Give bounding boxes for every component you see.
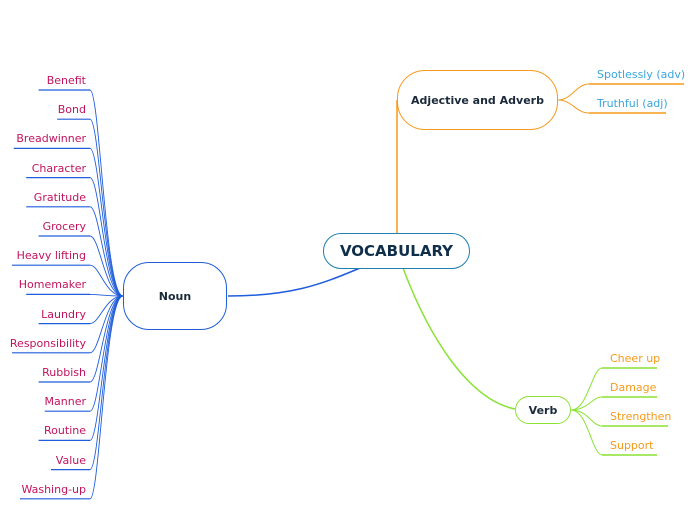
- noun-item[interactable]: Grocery: [42, 220, 86, 233]
- noun-item-connector: [89, 295, 124, 412]
- connector-central-noun: [227, 267, 361, 297]
- topic-verb-label: Verb: [528, 403, 558, 417]
- noun-item[interactable]: Bond: [57, 103, 86, 117]
- noun-item-connector: [89, 264, 124, 297]
- noun-item-connector: [89, 295, 124, 354]
- noun-item[interactable]: Character: [31, 161, 86, 175]
- noun-item[interactable]: Responsibility: [9, 336, 86, 350]
- adjective-item-connector: [557, 99, 590, 114]
- topic-noun[interactable]: Noun: [123, 262, 227, 330]
- verb-item[interactable]: Cheer up: [610, 352, 661, 365]
- topic-adjective-adverb-label: Adjective and Adverb: [411, 93, 544, 107]
- noun-item-connector: [89, 89, 124, 297]
- verb-item[interactable]: Support: [610, 439, 654, 452]
- noun-item-connector: [89, 147, 124, 297]
- noun-item[interactable]: Breadwinner: [16, 132, 86, 146]
- noun-item[interactable]: Gratitude: [33, 190, 86, 204]
- noun-item[interactable]: Homemaker: [18, 278, 86, 292]
- noun-item-connector: [89, 295, 124, 500]
- adjective-item-connector: [557, 83, 590, 101]
- noun-item-connector: [89, 206, 124, 297]
- noun-item-connector: [89, 295, 124, 471]
- noun-item-connector: [89, 177, 124, 297]
- noun-item[interactable]: Laundry: [41, 307, 86, 321]
- topic-adjective-adverb[interactable]: Adjective and Adverb: [397, 70, 558, 130]
- noun-item[interactable]: Heavy lifting: [16, 249, 86, 263]
- verb-item[interactable]: Strengthen: [610, 410, 672, 423]
- noun-item[interactable]: Value: [55, 453, 86, 467]
- central-topic-label: VOCABULARY: [339, 242, 454, 260]
- noun-item[interactable]: Manner: [44, 395, 86, 409]
- verb-item-connector: [570, 396, 603, 411]
- noun-item[interactable]: Benefit: [46, 74, 86, 87]
- verb-item-connector: [570, 409, 603, 427]
- connector-central-verb: [402, 267, 516, 410]
- verb-item-connector: [570, 409, 603, 456]
- noun-item[interactable]: Washing-up: [21, 482, 86, 496]
- noun-item[interactable]: Rubbish: [42, 366, 86, 379]
- adjective-item[interactable]: Spotlessly (adv): [597, 68, 686, 81]
- noun-item-connector: [89, 293, 124, 297]
- central-topic[interactable]: VOCABULARY: [323, 233, 470, 269]
- noun-item-connector: [89, 235, 124, 297]
- noun-item[interactable]: Routine: [44, 424, 86, 438]
- verb-item[interactable]: Damage: [610, 381, 657, 394]
- adjective-item[interactable]: Truthful (adj): [597, 97, 668, 110]
- verb-item-connector: [570, 367, 603, 411]
- noun-item-connector: [89, 118, 124, 297]
- topic-noun-label: Noun: [158, 289, 192, 303]
- topic-verb[interactable]: Verb: [515, 396, 571, 424]
